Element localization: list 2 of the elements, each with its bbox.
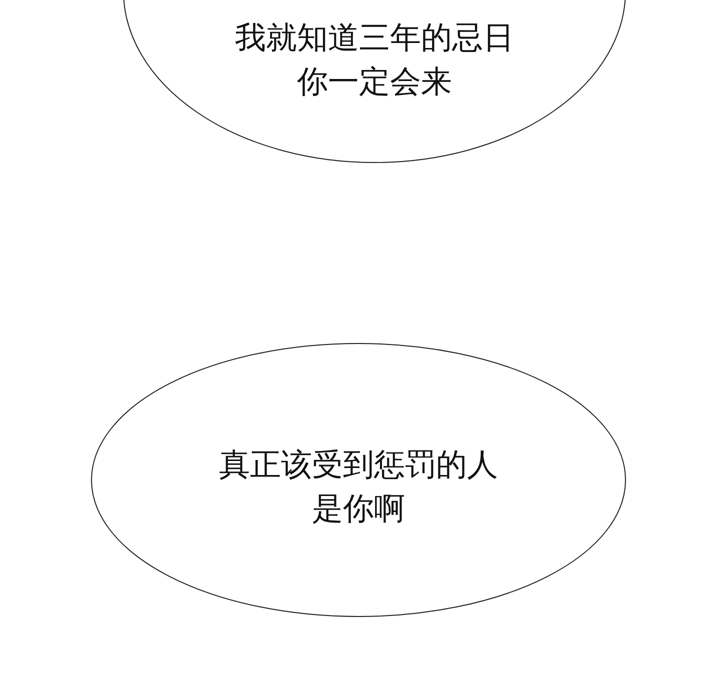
speech-text: 我就知道三年的忌日你一定会来 xyxy=(234,19,515,102)
speech-text: 真正该受到惩罚的人是你啊 xyxy=(218,446,499,529)
